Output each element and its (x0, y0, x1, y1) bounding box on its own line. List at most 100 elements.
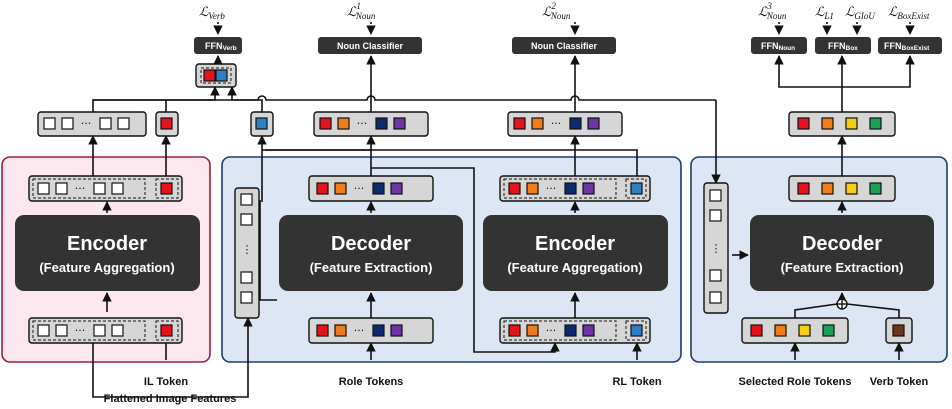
encoded-il-token (160, 182, 173, 195)
encoder-subtitle: (Feature Aggregation) (39, 260, 174, 275)
role-token (390, 324, 403, 337)
svg-text:FFNBoxExist: FFNBoxExist (884, 41, 930, 52)
column-token-right (709, 269, 722, 282)
role-tokens-label: Role Tokens (339, 376, 404, 388)
encoder-out-rl-group (625, 178, 647, 199)
encoder-out-rl-token (630, 182, 643, 195)
role-token (316, 324, 329, 337)
encoder-title: Encoder (67, 233, 147, 255)
feature-token (55, 324, 68, 337)
selected-role-token (774, 324, 787, 337)
ellipsis: ··· (357, 117, 368, 130)
column-token-right (709, 209, 722, 222)
rl-token-label: RL Token (612, 376, 661, 388)
ffn-boxexist-sub: BoxExist (902, 45, 931, 52)
ffn-verb-sub: Verb (223, 45, 237, 52)
upper-feature-token (117, 117, 130, 130)
column-token (240, 271, 253, 284)
ffn-verb-main: FFN (205, 41, 223, 51)
upper-il-token (160, 117, 173, 130)
flattened-features-label: Flattened Image Features (104, 393, 237, 405)
upper-selected-token (797, 117, 810, 130)
encoder-out-role-token (582, 182, 595, 195)
upper-feature-token (43, 117, 56, 130)
decoder-title: Decoder (802, 233, 882, 255)
decoder-output-row (308, 175, 434, 202)
line-to-right-panel (93, 95, 716, 101)
encoder-role-token (564, 324, 577, 337)
upper-role-1-token (337, 117, 350, 130)
decoder-block-mid: Decoder (Feature Extraction) (279, 215, 463, 291)
arrow-to-ffn-boxexist (842, 55, 915, 88)
decoder-right-output-row (788, 175, 896, 202)
upper-role-2-token (569, 117, 582, 130)
loss-verb: ℒVerb (199, 4, 225, 21)
encoder-subtitle: (Feature Aggregation) (507, 260, 642, 275)
selected-role-token (798, 324, 811, 337)
encoded-il-group (155, 178, 179, 199)
vertical-ellipsis: ⋮ (711, 242, 722, 255)
encoded-feature-token (37, 182, 50, 195)
decoded-role-token (372, 182, 385, 195)
decoded-selected-token (797, 182, 810, 195)
loss-giou: ℒGIoU (845, 4, 875, 21)
selected-role-tokens-label: Selected Role Tokens (739, 376, 852, 388)
encoder-out-role-token (526, 182, 539, 195)
encoded-feature-token (111, 182, 124, 195)
upper-rl-token (255, 117, 268, 130)
svg-text:FFNVerb: FFNVerb (205, 41, 237, 52)
decoded-selected-token (869, 182, 882, 195)
arrow-flattened-to-decoder-input (92, 317, 253, 398)
ellipsis: ··· (75, 182, 86, 195)
upper-role-2-token (513, 117, 526, 130)
feature-token (93, 324, 106, 337)
verb-token (892, 324, 905, 337)
decoded-selected-token (845, 182, 858, 195)
upper-role-1-token (375, 117, 388, 130)
vertical-ellipsis: ⋮ (242, 243, 253, 256)
upper-role-2-token (531, 117, 544, 130)
ffn-noun-main: FFN (761, 41, 779, 51)
line-verb-to-sum (846, 303, 900, 318)
selected-role-token (822, 324, 835, 337)
sum-node (836, 298, 848, 310)
decoded-role-token (390, 182, 403, 195)
line-selected-to-sum (794, 303, 838, 318)
ffn-boxexist-head: FFNBoxExist (878, 37, 942, 54)
encoder-role-token (526, 324, 539, 337)
ellipsis: ··· (75, 324, 86, 337)
encoder-role-token (582, 324, 595, 337)
noun-classifier-label: Noun Classifier (531, 41, 598, 51)
column-token (240, 291, 253, 304)
ffn-box-sub: Box (846, 45, 859, 52)
ffn-box-main: FFN (828, 41, 846, 51)
feature-token (37, 324, 50, 337)
verb-token-label: Verb Token (870, 376, 929, 388)
arrow-decoder-to-encoder-input (371, 167, 560, 353)
encoder-out-role-group (503, 178, 617, 199)
loss-l1: ℒL1 (815, 4, 834, 21)
ffn-noun-head: FFNNoun (751, 37, 807, 54)
upper-feature-token (99, 117, 112, 130)
ellipsis: ··· (546, 324, 557, 337)
role-token-row (308, 317, 434, 344)
upper-feature-token (61, 117, 74, 130)
ffn-verb-head: FFNVerb (194, 37, 242, 54)
upper-role-2-token (587, 117, 600, 130)
noun-classifier-head-2: Noun Classifier (512, 37, 616, 54)
role-token (334, 324, 347, 337)
ellipsis: ··· (546, 182, 557, 195)
encoder-out-role-token (564, 182, 577, 195)
upper-role-1-token (393, 117, 406, 130)
ellipsis: ··· (354, 324, 365, 337)
column-token (240, 193, 253, 206)
column-token (240, 213, 253, 226)
fused-il-token (203, 69, 216, 82)
verb-fuse-group (200, 67, 232, 84)
column-token-right (709, 291, 722, 304)
upper-right-row (788, 111, 896, 137)
decoded-role-token (334, 182, 347, 195)
encoder-title: Encoder (535, 233, 615, 255)
